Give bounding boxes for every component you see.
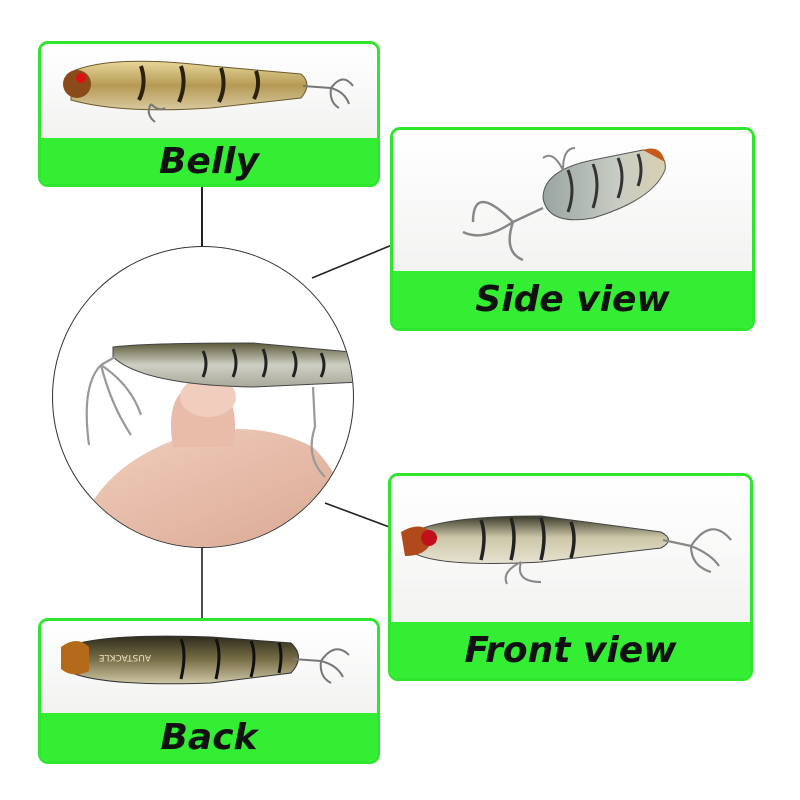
belly-panel: Belly (38, 41, 380, 187)
front-view-panel: Front view (388, 473, 753, 681)
hand-holding-lure-photo (52, 246, 354, 548)
brand-print: AUSTACKLE (99, 652, 151, 662)
back-panel: AUSTACKLE Back (38, 618, 380, 764)
side-view-label: Side view (393, 271, 752, 328)
lure-belly-image (63, 60, 354, 123)
connector-belly (201, 186, 203, 248)
front-view-photo (391, 476, 750, 628)
belly-label: Belly (41, 138, 377, 184)
side-view-panel: Side view (390, 127, 755, 331)
front-view-label: Front view (391, 622, 750, 678)
back-photo: AUSTACKLE (41, 621, 377, 713)
lure-side-image (462, 147, 666, 262)
lure-back-image: AUSTACKLE (61, 635, 350, 685)
belly-photo (41, 44, 377, 138)
lure-front-image (401, 515, 732, 585)
side-view-photo (393, 130, 752, 277)
back-label: Back (41, 713, 377, 761)
lure-in-hand-image (73, 342, 353, 547)
